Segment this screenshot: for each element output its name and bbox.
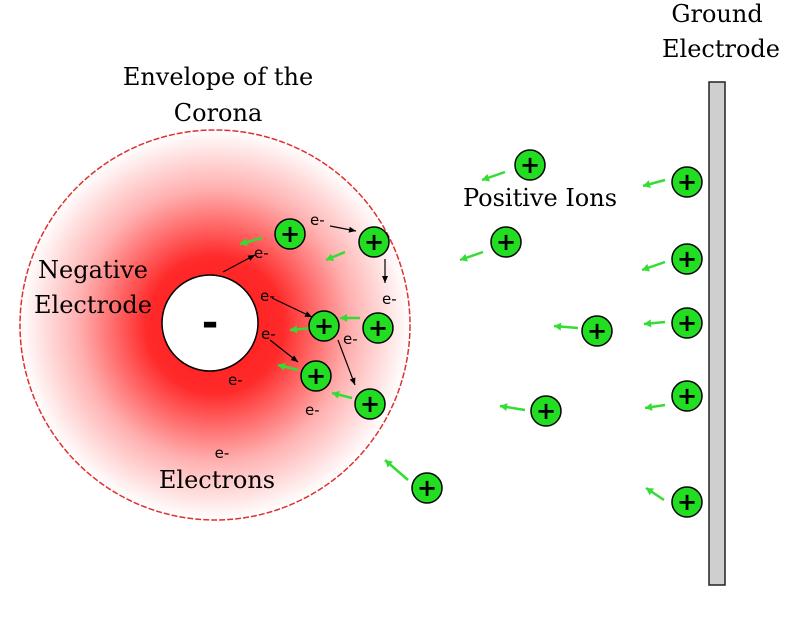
positive-ion-icon: +: [671, 166, 703, 198]
electrons-label: Electrons: [159, 466, 275, 494]
ion-plus-sign: +: [677, 488, 697, 516]
positive-ion-icon: +: [671, 243, 703, 275]
positive-ion-icon: +: [354, 388, 386, 420]
ground-electrode-label-line2: Electrode: [662, 35, 780, 63]
ground-electrode-label-line1: Ground: [671, 0, 762, 28]
electron-label: e-: [310, 211, 325, 229]
positive-ion-icon: +: [362, 312, 394, 344]
green-drift-arrow: [289, 325, 313, 334]
positive-ions: + + + + + + + + + + + + + + + +: [274, 149, 703, 518]
green-drift-arrow: [642, 178, 666, 189]
green-drift-arrow: [277, 362, 299, 372]
electron-path-arrow: [269, 339, 299, 363]
electron-path-arrow: [271, 297, 313, 318]
green-drift-arrow: [331, 390, 353, 400]
ion-plus-sign: +: [280, 220, 300, 248]
positive-ion-icon: +: [671, 380, 703, 412]
green-drift-arrow: [481, 170, 506, 182]
ion-plus-sign: +: [364, 228, 384, 256]
positive-ion-icon: +: [300, 360, 332, 392]
ion-plus-sign: +: [536, 397, 556, 425]
ion-plus-sign: +: [520, 151, 540, 179]
ion-plus-sign: +: [587, 317, 607, 345]
electron-label: e-: [343, 330, 358, 348]
electron-label: e-: [228, 371, 243, 389]
electron-path-arrow: [337, 339, 356, 386]
positive-ion-icon: +: [530, 395, 562, 427]
positive-ion-icon: +: [308, 310, 340, 342]
positive-ion-icon: +: [581, 315, 613, 347]
electron-label: e-: [254, 244, 269, 262]
electron-label: e-: [260, 287, 275, 305]
ion-plus-sign: +: [677, 245, 697, 273]
positive-ion-icon: +: [358, 226, 390, 258]
electron-legend-symbol: e-: [215, 444, 230, 462]
green-drift-arrow: [645, 486, 665, 502]
electron-path-arrow: [222, 254, 256, 273]
negative-electrode-icon: -: [161, 274, 259, 372]
ion-plus-sign: +: [306, 362, 326, 390]
positive-ion-icon: +: [490, 226, 522, 258]
ion-drift-arrows: [239, 170, 666, 502]
electrode-minus-sign: -: [202, 300, 219, 346]
positive-ion-icon: +: [671, 307, 703, 339]
electron-label: e-: [305, 401, 320, 419]
electron-labels: e- e- e- e- e- e- e- e-: [228, 211, 397, 419]
green-drift-arrow: [643, 319, 666, 328]
ion-plus-sign: +: [314, 312, 334, 340]
negative-electrode-label-line2: Electrode: [34, 291, 152, 319]
ion-plus-sign: +: [496, 228, 516, 256]
green-drift-arrow: [384, 459, 409, 481]
green-drift-arrow: [499, 403, 526, 412]
envelope-label-line1: Envelope of the: [123, 63, 313, 91]
green-drift-arrow: [553, 322, 579, 331]
green-drift-arrow: [641, 260, 666, 272]
negative-electrode-label-line1: Negative: [38, 256, 148, 284]
positive-ion-icon: +: [671, 486, 703, 518]
ion-plus-sign: +: [360, 390, 380, 418]
ion-plus-sign: +: [417, 474, 437, 502]
electron-label: e-: [261, 325, 276, 343]
positive-ions-label: Positive Ions: [463, 184, 617, 212]
positive-ion-icon: +: [514, 149, 546, 181]
electron-paths: [222, 225, 388, 386]
electron-label: e-: [382, 290, 397, 308]
ground-electrode: [708, 81, 726, 586]
envelope-label-line2: Corona: [174, 99, 263, 127]
positive-ion-icon: +: [411, 472, 443, 504]
ion-plus-sign: +: [677, 382, 697, 410]
green-drift-arrow: [325, 250, 346, 262]
electron-path-arrow: [329, 225, 357, 233]
ion-plus-sign: +: [368, 314, 388, 342]
green-drift-arrow: [239, 236, 263, 247]
ion-plus-sign: +: [677, 168, 697, 196]
green-drift-arrow: [644, 403, 666, 411]
green-drift-arrow: [340, 314, 360, 322]
green-drift-arrow: [459, 250, 484, 262]
ion-plus-sign: +: [677, 309, 697, 337]
positive-ion-icon: +: [274, 218, 306, 250]
